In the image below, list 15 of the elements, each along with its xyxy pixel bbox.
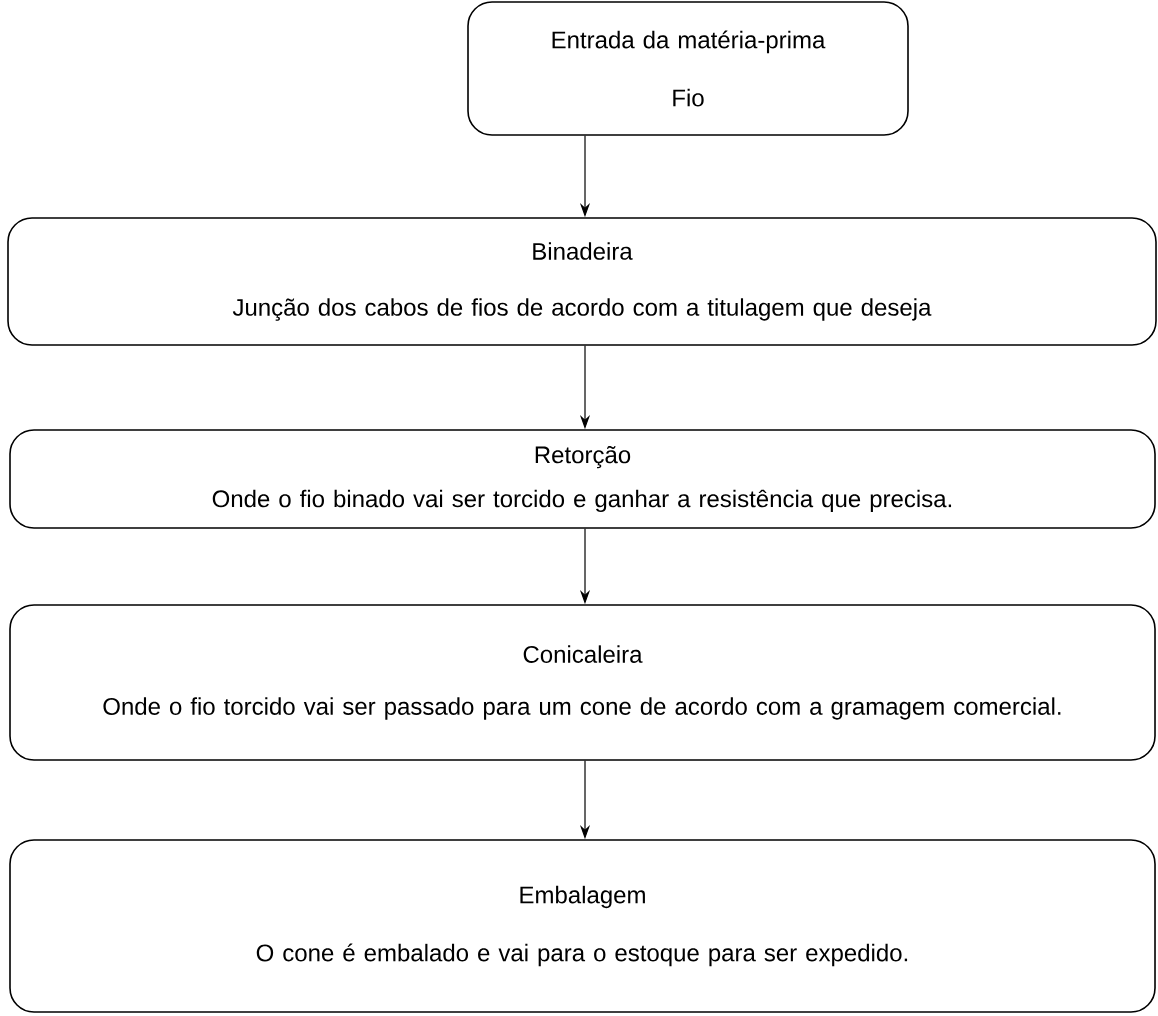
box-description: Onde o fio binado vai ser torcido e ganhar a resistência que precisa. [212, 489, 952, 513]
process-box [9, 429, 1156, 529]
process-box [9, 839, 1156, 1013]
box-description: Fio [673, 88, 704, 107]
process-box [9, 604, 1156, 761]
box-description: O cone é embalado e vai para o estoque para ser expedido. [256, 943, 908, 967]
box-description: Onde o fio torcido vai ser passado para um cone de acordo com a gramagem comercial. [103, 697, 1061, 720]
process-box [7, 217, 1157, 346]
process-box [467, 1, 909, 136]
box-description: Junção dos cabos de fios de acordo com a titulagem que deseja [232, 298, 932, 321]
box-title: Retorção [535, 445, 631, 469]
box-title: Embalagem [520, 885, 645, 909]
box-title: Binadeira [533, 242, 633, 260]
box-title: Entrada da matéria-prima [552, 30, 826, 54]
box-title: Conicaleira [523, 645, 643, 663]
